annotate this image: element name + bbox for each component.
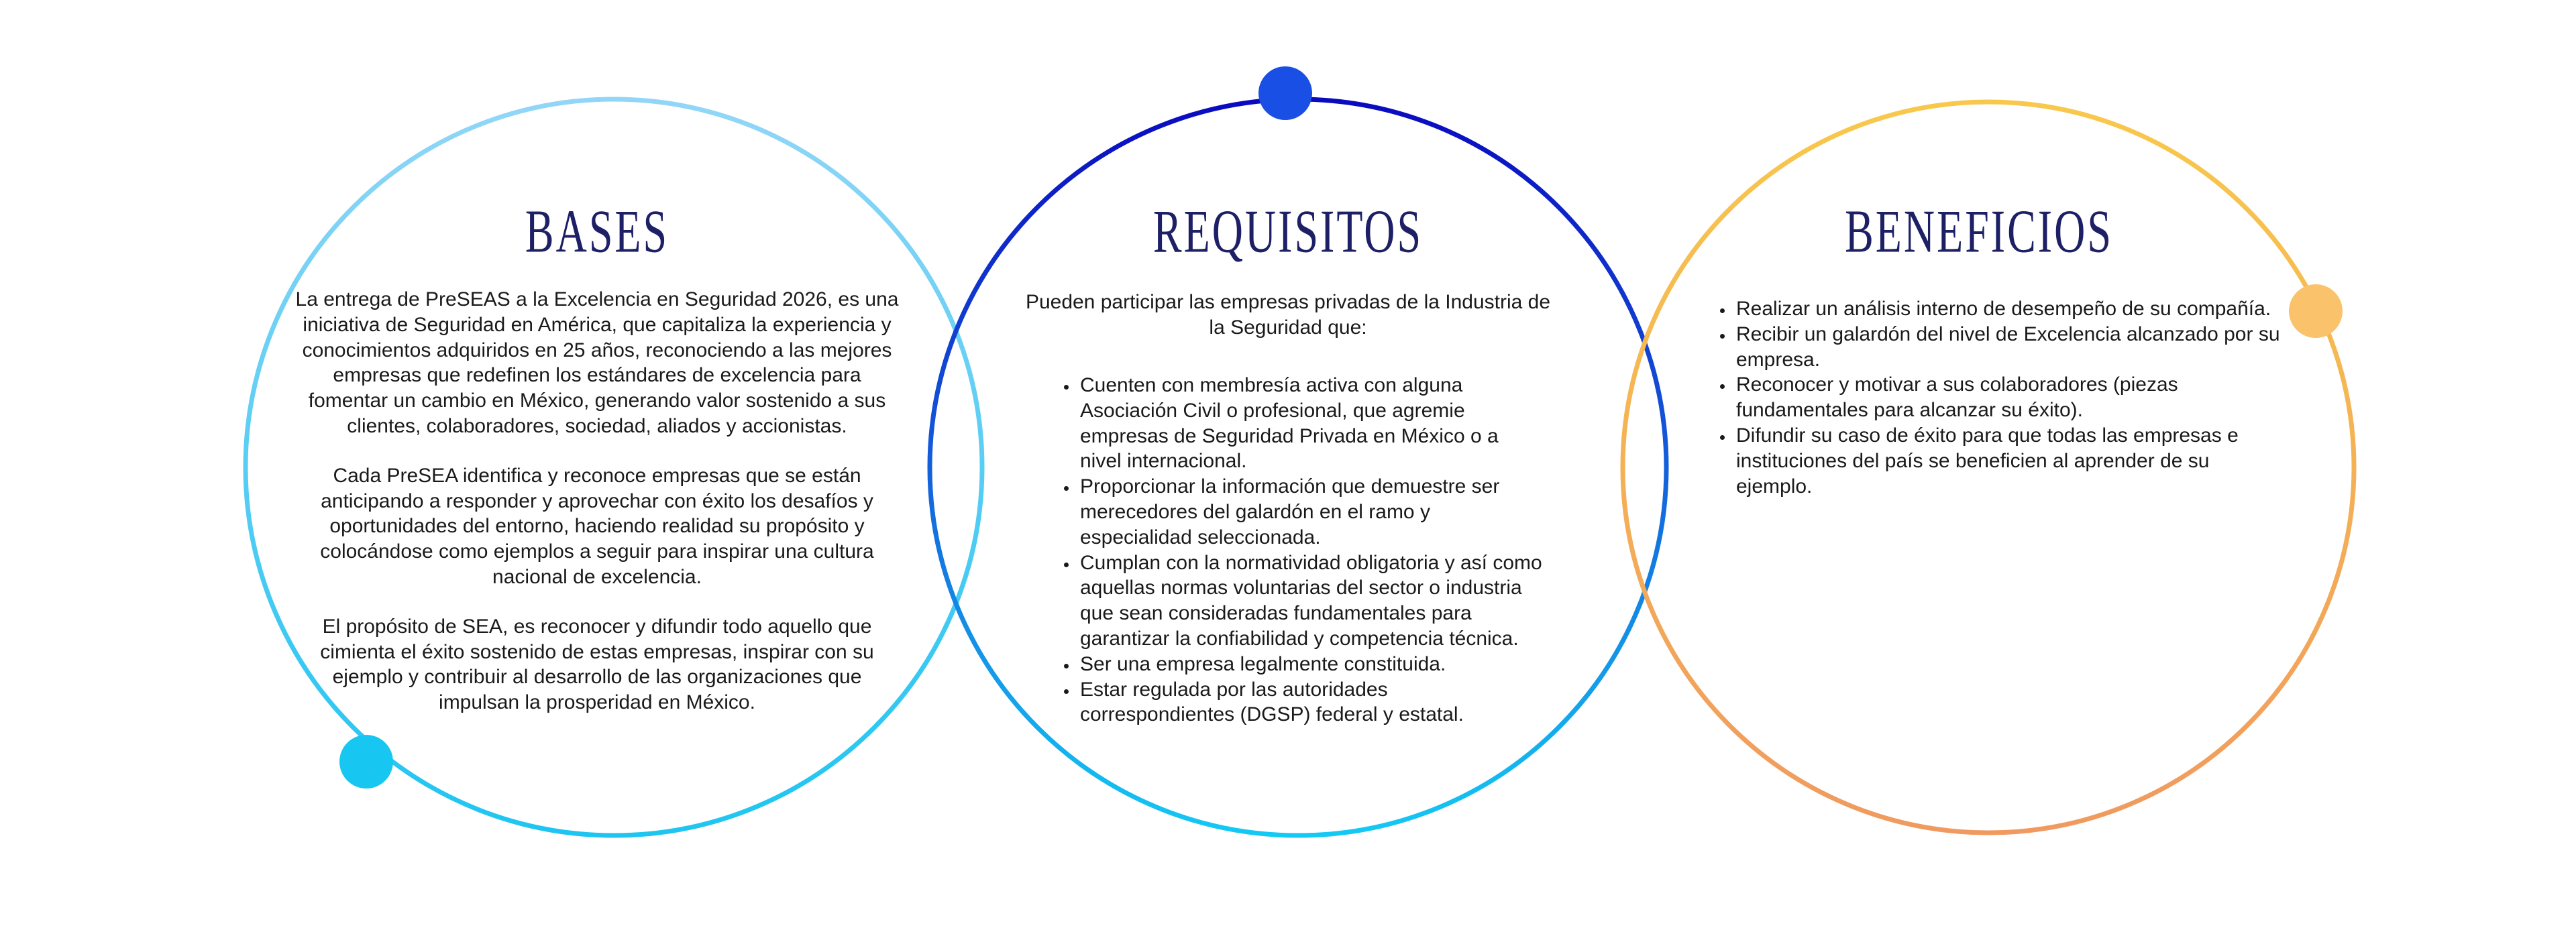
list-item: Ser una empresa legalmente constituida. [1077,652,1544,677]
bases-accent-dot [339,735,393,788]
list-item: Cuenten con membresía activa con alguna … [1077,373,1544,474]
requisitos-title: REQUISITOS [1152,197,1424,266]
bases-paragraph-3: El propósito de SEA, es reconocer y difu… [320,615,874,714]
bases-paragraph-1: La entrega de PreSEAS a la Excelencia en… [295,288,899,437]
list-item: Proporcionar la información que demuestr… [1077,474,1544,550]
beneficios-circle-outline [1620,99,2357,835]
list-item: Realizar un análisis interno de desempeñ… [1733,296,2281,322]
requisitos-accent-dot [1258,66,1312,120]
beneficios-bullet-list: Realizar un análisis interno de desempeñ… [1704,296,2281,499]
list-item: Difundir su caso de éxito para que todas… [1733,423,2281,499]
requisitos-bullet-list: Cuenten con membresía activa con alguna … [1048,373,1544,727]
requisitos-bullet-section: Cuenten con membresía activa con alguna … [1048,373,1544,727]
requisitos-intro-paragraph: Pueden participar las empresas privadas … [1025,291,1551,339]
beneficios-accent-dot [2289,284,2343,338]
bases-body-text: La entrega de PreSEAS a la Excelencia en… [295,287,899,740]
list-item: Estar regulada por las autoridades corre… [1077,677,1544,728]
beneficios-title: BENEFICIOS [1845,197,2113,266]
requisitos-intro-text: Pueden participar las empresas privadas … [1020,290,1556,341]
bases-paragraph-2: Cada PreSEA identifica y reconoce empres… [320,464,874,588]
list-item: Recibir un galardón del nivel de Excelen… [1733,322,2281,373]
bases-circle-outline [243,97,985,838]
bases-title: BASES [525,197,669,266]
beneficios-bullet-section: Realizar un análisis interno de desempeñ… [1704,296,2281,499]
list-item: Cumplan con la normatividad obligatoria … [1077,550,1544,652]
list-item: Reconocer y motivar a sus colaboradores … [1733,372,2281,423]
